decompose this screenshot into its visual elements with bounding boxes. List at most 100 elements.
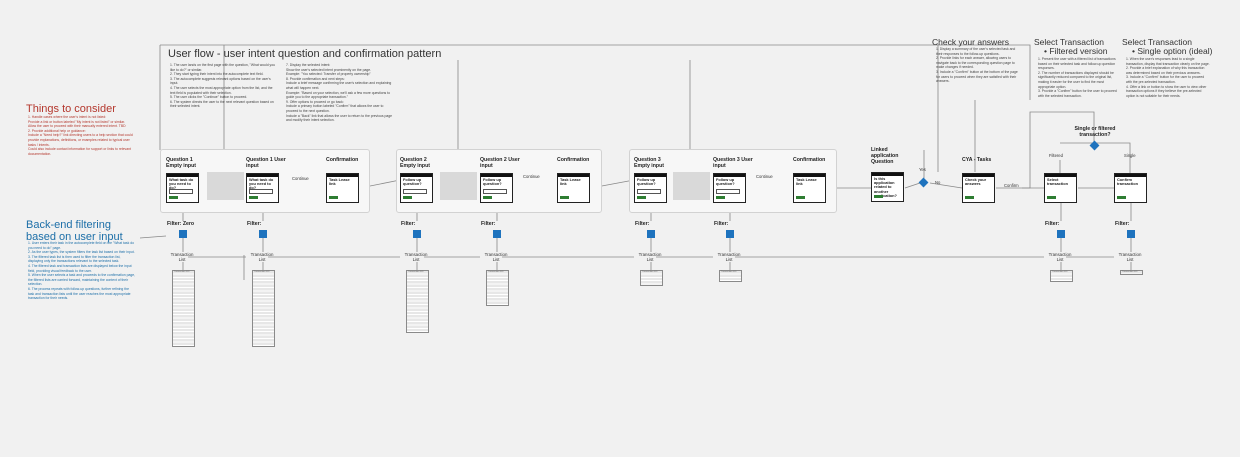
transaction-row-text: Transaction 001 (1122, 271, 1138, 273)
filter-label: Filter: (401, 221, 416, 227)
screen-label: Question 2 Empty input (400, 157, 430, 169)
transaction-list-label: Transaction List (170, 252, 194, 262)
note-line: 3. Provide a "Confirm" button for the us… (1038, 89, 1117, 98)
filter-box (726, 230, 734, 238)
autocomplete-input[interactable] (169, 189, 193, 194)
flow-connector (1093, 142, 1131, 173)
transaction-list-label: Transaction List (638, 252, 662, 262)
note-line: Include a "Back" link that allows the us… (286, 113, 393, 123)
screen-thumbnail[interactable]: Follow up question? (480, 173, 513, 203)
filter-box (1127, 230, 1135, 238)
screen-label: Question 3 Empty input (634, 157, 664, 169)
filter-label: Filter: Zero (167, 221, 195, 227)
continue-button[interactable] (249, 196, 258, 199)
screen-thumbnail[interactable]: Task Lease link (557, 173, 590, 203)
note-line: 6. The system directs the user to the ne… (170, 99, 274, 109)
screen-label: Confirmation (793, 157, 826, 163)
continue-button[interactable] (1117, 196, 1126, 199)
autocomplete-input[interactable] (637, 189, 661, 194)
screen-header-bar (1115, 174, 1146, 177)
transaction-list-sheet: Transaction 001 (1120, 270, 1143, 276)
continue-button[interactable] (874, 195, 883, 198)
screen-question-text: Task Lease link (796, 177, 817, 187)
decision-label: Single or filtered transaction? (1074, 126, 1116, 138)
note-line: 4. Offer a link or button to show the us… (1126, 84, 1207, 98)
backend-pointer (139, 235, 167, 239)
cya-title: Check your answers (932, 37, 1010, 47)
note-line: 3. Include a "Confirm" button for the us… (1126, 75, 1205, 84)
screen-question-text: Follow up question? (716, 177, 735, 187)
screen-header-bar (1045, 174, 1076, 177)
note-line: Provide a link or button labeled "My int… (28, 119, 126, 124)
cya-list: 1. Display a summary of the user's selec… (936, 47, 1022, 84)
transaction-row-text: Transaction 001 (488, 271, 504, 273)
screen-question-text: What task do you need to do? (169, 177, 194, 191)
backend-list: 1. User enters their task in the autocom… (28, 241, 136, 301)
note-line: 2. Provide links for each answer, allowi… (936, 56, 1015, 70)
screen-thumbnail[interactable]: Follow up question? (634, 173, 667, 203)
continue-button[interactable] (637, 196, 646, 199)
continue-button[interactable] (329, 196, 338, 199)
transaction-list-label: Transaction List (404, 252, 428, 262)
transaction-list-sheet: Transaction 001 (486, 270, 509, 306)
screen-thumbnail[interactable]: Is this application related to another a… (871, 172, 904, 202)
consider-list: 1. Handle cases where the user's intent … (28, 115, 136, 156)
flow-title: User flow - user intent question and con… (168, 48, 442, 60)
screen-thumbnail[interactable]: What task do you need to do? (166, 173, 199, 203)
note-line: 1. Present the user with a filtered list… (1038, 57, 1116, 71)
screen-question-text: Confirm transaction (1117, 177, 1138, 187)
connector-continue-2: Continue (523, 174, 540, 179)
screen-label: Confirmation (557, 157, 590, 163)
flow-steps: 1. The user lands on the first page with… (170, 63, 278, 109)
continue-button[interactable] (169, 196, 178, 199)
transition-shade-3 (673, 172, 710, 200)
screen-thumbnail[interactable]: Select transaction (1044, 173, 1077, 203)
screen-thumbnail[interactable]: Task Lease link (326, 173, 359, 203)
filter-box (493, 230, 501, 238)
screen-thumbnail[interactable]: What task do you need to do? (246, 173, 279, 203)
screen-header-bar (794, 174, 825, 177)
continue-button[interactable] (483, 196, 492, 199)
backend-title: Back-end filtering based on user input (26, 219, 123, 243)
transaction-list-label: Transaction List (1118, 252, 1142, 262)
continue-button[interactable] (965, 196, 974, 199)
screen-header-bar (167, 174, 198, 177)
continue-button[interactable] (403, 196, 412, 199)
autocomplete-input[interactable] (403, 189, 427, 194)
screen-thumbnail[interactable]: Task Lease link (793, 173, 826, 203)
flow-steps-continued: 7. Display the selected intent:Show the … (286, 63, 396, 123)
flow-connector (929, 182, 963, 189)
continue-button[interactable] (1047, 196, 1056, 199)
transaction-list-sheet: Transaction 001 (252, 270, 275, 347)
autocomplete-input[interactable] (483, 189, 507, 194)
continue-button[interactable] (716, 196, 725, 199)
screen-thumbnail[interactable]: Check your answers (962, 173, 995, 203)
transaction-list-sheet: Transaction 001 (172, 270, 195, 347)
note-line: 8. Provide confirmation and next steps: (286, 76, 345, 81)
continue-button[interactable] (560, 196, 569, 199)
transaction-list-label: Transaction List (484, 252, 508, 262)
screen-thumbnail[interactable]: Follow up question? (400, 173, 433, 203)
screen-header-bar (481, 174, 512, 177)
transaction-row-text: Transaction 001 (642, 271, 658, 273)
note-line: 1. User enters their task in the autocom… (28, 241, 134, 250)
transaction-row-text: Transaction 001 (408, 271, 424, 273)
screen-header-bar (963, 174, 994, 177)
filter-box (179, 230, 187, 238)
continue-button[interactable] (796, 196, 805, 199)
screen-label: Question 2 User input (480, 157, 520, 169)
screen-header-bar (401, 174, 432, 177)
transaction-list-sheet: Transaction 001 (1050, 270, 1073, 283)
screen-thumbnail[interactable]: Follow up question? (713, 173, 746, 203)
note-line: 4. The user selects the most appropriate… (170, 85, 273, 95)
autocomplete-input[interactable] (249, 189, 273, 194)
autocomplete-input[interactable] (716, 189, 740, 194)
note-line: Example: "Based on your selection, we'll… (286, 90, 390, 100)
screen-thumbnail[interactable]: Confirm transaction (1114, 173, 1147, 203)
note-line: 1. When the user's responses lead to a s… (1126, 57, 1210, 66)
filter-box (647, 230, 655, 238)
transaction-row-text: Transaction 001 (721, 271, 737, 273)
screen-question-text: Task Lease link (329, 177, 350, 187)
single-list: 1. When the user's responses lead to a s… (1126, 57, 1210, 98)
